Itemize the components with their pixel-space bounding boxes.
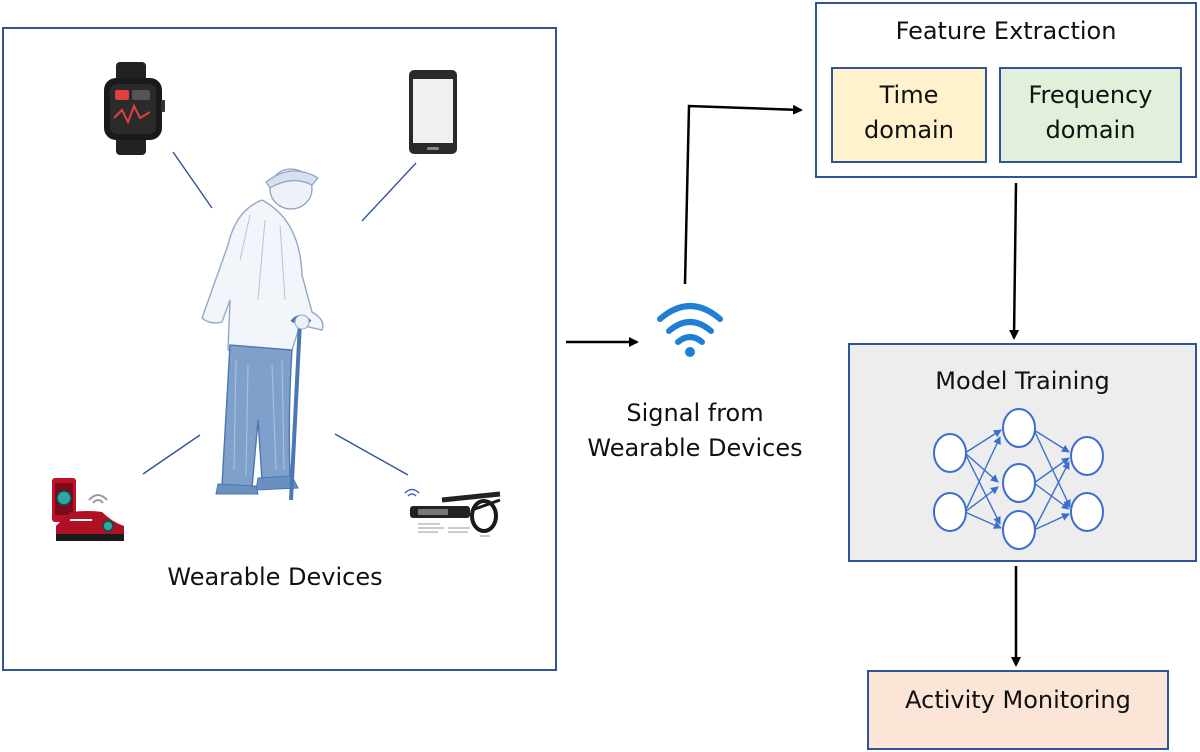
arrow-features-to-model bbox=[1009, 182, 1020, 340]
device-connector-lines bbox=[142, 151, 417, 476]
time-domain-label: Time domain bbox=[831, 78, 987, 148]
frequency-domain-box bbox=[999, 67, 1182, 163]
signal-label-line2: Wearable Devices bbox=[587, 433, 803, 462]
signal-label: Signal from Wearable Devices bbox=[575, 396, 815, 466]
activity-monitoring-title: Activity Monitoring bbox=[905, 686, 1131, 714]
smart-glasses-icon bbox=[404, 488, 501, 537]
flow-arrows bbox=[566, 104, 1021, 667]
frequency-domain-line2: domain bbox=[1045, 115, 1136, 144]
frequency-domain-label: Frequency domain bbox=[999, 78, 1182, 148]
smart-shoe-icon bbox=[52, 478, 124, 541]
feature-extraction-box bbox=[815, 2, 1197, 178]
time-domain-line1: Time bbox=[879, 81, 939, 109]
frequency-domain-line1: Frequency bbox=[1028, 81, 1153, 109]
neural-network-icon bbox=[933, 408, 1104, 550]
wearable-devices-caption: Wearable Devices bbox=[167, 563, 383, 591]
signal-label-line1: Signal from bbox=[626, 399, 764, 427]
wifi-signal-icon bbox=[657, 303, 723, 357]
smartwatch-icon bbox=[104, 62, 165, 155]
wearable-devices-panel bbox=[2, 27, 557, 671]
elderly-person-with-cane-icon bbox=[201, 168, 324, 501]
feature-extraction-title: Feature Extraction bbox=[895, 17, 1117, 45]
time-domain-line2: domain bbox=[864, 115, 954, 144]
activity-monitoring-box bbox=[867, 670, 1169, 750]
arrow-signal-to-features bbox=[683, 104, 803, 285]
time-domain-box bbox=[831, 67, 987, 163]
model-training-title: Model Training bbox=[935, 367, 1110, 395]
smartphone-icon bbox=[409, 70, 457, 154]
